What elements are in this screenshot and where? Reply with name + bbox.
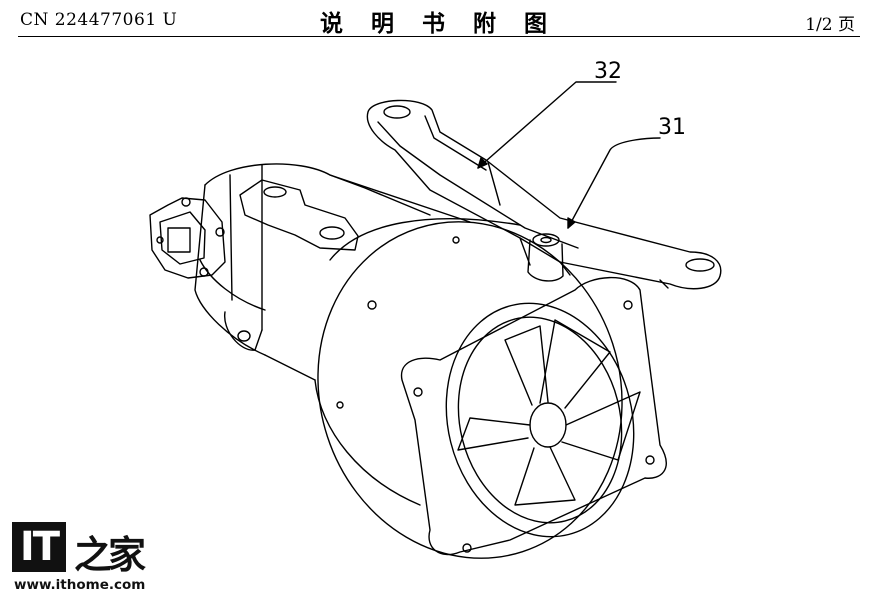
housing-ring: [314, 218, 623, 559]
patent-number: CN 224477061 U: [20, 10, 178, 30]
ithome-logo: IT: [12, 522, 66, 572]
sensor-boss: [527, 233, 564, 282]
impeller-duct: [445, 302, 641, 538]
page-number: 1/2 页: [805, 15, 855, 35]
ithome-logo-chinese: 之家: [74, 533, 146, 577]
connector: [149, 197, 226, 279]
header-rule: [18, 36, 860, 37]
motor-body: [194, 163, 471, 381]
front-flange: [400, 276, 667, 556]
document-header: CN 224477061 U 说 明 书 附 图 1/2 页: [0, 0, 877, 40]
ithome-url: www.ithome.com: [14, 577, 146, 593]
reference-leaders: [477, 81, 661, 229]
reference-label-31: 31: [658, 115, 686, 140]
page-title: 说 明 书 附 图: [319, 11, 558, 37]
reference-label-32: 32: [594, 59, 622, 84]
rear-flange: [224, 179, 359, 351]
ithome-watermark: IT 之家 www.ithome.com: [12, 522, 146, 597]
